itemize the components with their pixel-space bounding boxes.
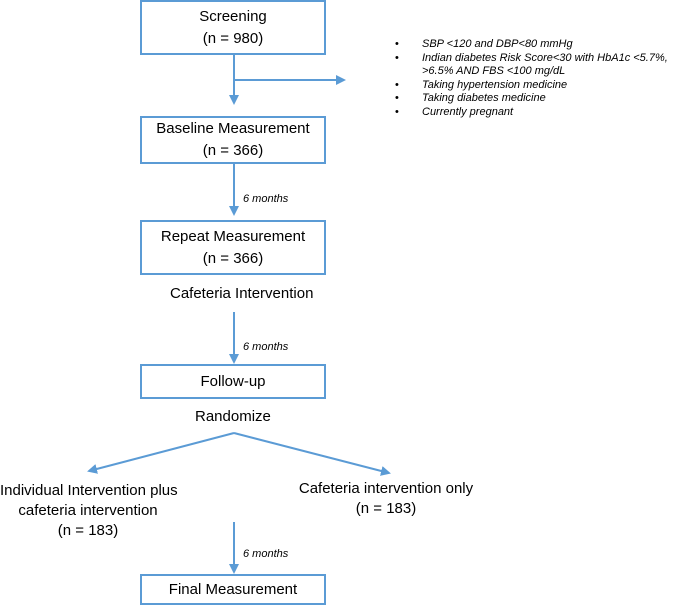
- interval-label-3: 6 months: [243, 548, 289, 560]
- arrow-to-left-arm: [87, 432, 235, 474]
- exclusion-item: Taking diabetes medicine: [394, 92, 685, 106]
- baseline-title: Baseline Measurement: [156, 120, 310, 137]
- interval-label-1: 6 months: [243, 193, 289, 205]
- repeat-box: Repeat Measurement (n = 366): [140, 220, 326, 275]
- exclusion-item: Indian diabetes Risk Score<30 with HbA1c…: [394, 52, 685, 79]
- left-arm-line2: cafeteria intervention: [18, 502, 158, 519]
- exclusion-item: Taking hypertension medicine: [394, 79, 685, 93]
- right-arm: Cafeteria intervention only (n = 183): [295, 479, 477, 519]
- repeat-title: Repeat Measurement: [160, 227, 306, 245]
- left-arm-line1: Individual Intervention plus: [0, 482, 178, 499]
- cafeteria-intervention-label: Cafeteria Intervention: [170, 285, 314, 302]
- right-arm-line1: Cafeteria intervention only: [298, 480, 474, 497]
- followup-box: Follow-up: [140, 364, 326, 399]
- screening-box: Screening (n = 980): [140, 0, 326, 55]
- arrow-to-right-arm: [233, 432, 391, 476]
- baseline-box: Baseline Measurement (n = 366): [140, 116, 326, 164]
- interval-label-2: 6 months: [243, 341, 289, 353]
- screening-title: Screening: [199, 7, 267, 25]
- final-title: Final Measurement: [168, 580, 298, 598]
- exclusion-list: SBP <120 and DBP<80 mmHg Indian diabetes…: [394, 38, 685, 120]
- exclusion-item: SBP <120 and DBP<80 mmHg: [394, 38, 685, 52]
- right-arm-count: (n = 183): [355, 500, 417, 517]
- baseline-count: (n = 366): [202, 142, 264, 159]
- randomize-label: Randomize: [195, 408, 271, 425]
- repeat-count: (n = 366): [202, 249, 264, 267]
- left-arm: Individual Intervention plus cafeteria i…: [0, 481, 178, 541]
- screening-count: (n = 980): [202, 29, 264, 47]
- followup-title: Follow-up: [200, 372, 266, 390]
- left-arm-count: (n = 183): [57, 522, 119, 539]
- final-box: Final Measurement: [140, 574, 326, 605]
- exclusion-item: Currently pregnant: [394, 106, 685, 120]
